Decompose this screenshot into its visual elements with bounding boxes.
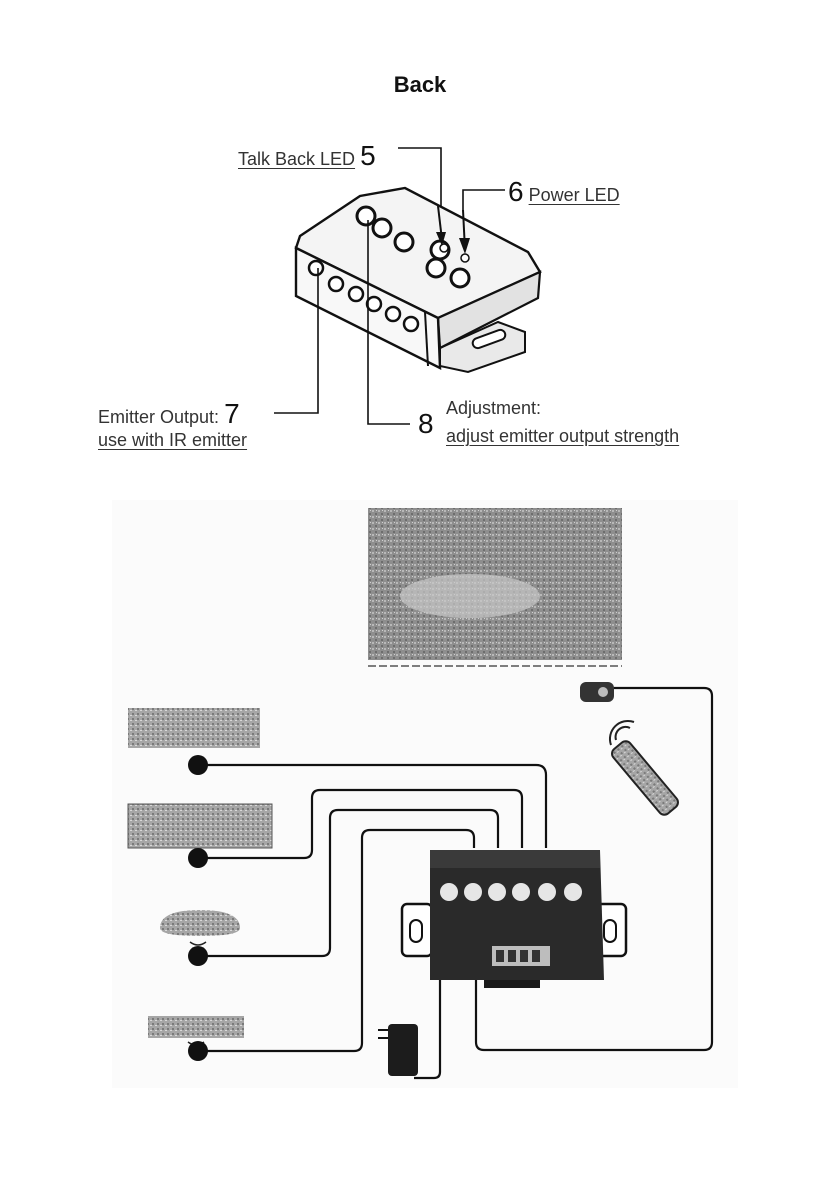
av-source-icon (128, 708, 260, 748)
ir-repeater-hub-icon (402, 850, 626, 988)
tv-screen-icon (368, 508, 622, 666)
streaming-box-icon (160, 910, 240, 936)
ir-repeater-hub-icon (296, 188, 540, 372)
ir-receiver-icon (580, 682, 614, 702)
media-player-icon (148, 1016, 244, 1038)
av-receiver-icon (128, 804, 272, 848)
